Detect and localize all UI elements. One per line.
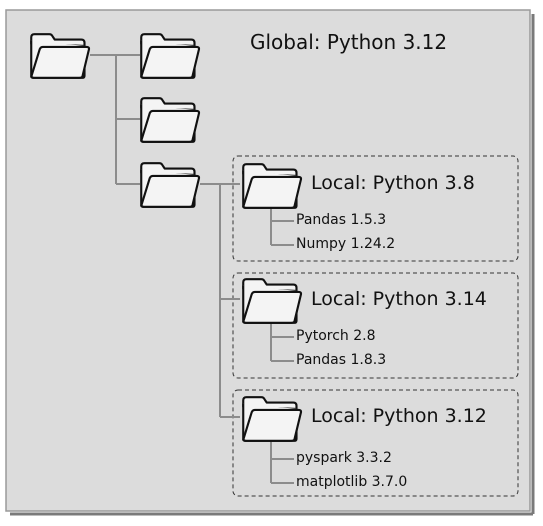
global-label: Global: Python 3.12	[250, 30, 448, 54]
env-folder-icon-2	[242, 278, 303, 324]
env-label-3: Local: Python 3.12	[311, 405, 487, 427]
tree-connectors	[90, 54, 294, 484]
root-folder-icon	[30, 33, 91, 79]
env-label-2: Local: Python 3.14	[311, 288, 487, 310]
env-box-2	[232, 272, 519, 379]
env-folder-icon-3	[242, 396, 303, 442]
env-box-1	[232, 155, 519, 262]
folder-icon	[140, 97, 201, 143]
package-label: Pandas 1.5.3	[296, 212, 387, 228]
env-box-3	[232, 389, 519, 497]
package-label: matplotlib 3.7.0	[296, 474, 408, 490]
package-label: Pytorch 2.8	[296, 328, 376, 344]
env-label-1: Local: Python 3.8	[311, 172, 475, 194]
package-label: pyspark 3.3.2	[296, 450, 392, 466]
package-label: Numpy 1.24.2	[296, 236, 396, 252]
folder-icon	[140, 162, 201, 208]
env-folder-icon-1	[242, 163, 303, 209]
package-label: Pandas 1.8.3	[296, 352, 387, 368]
folder-icon	[140, 33, 201, 79]
